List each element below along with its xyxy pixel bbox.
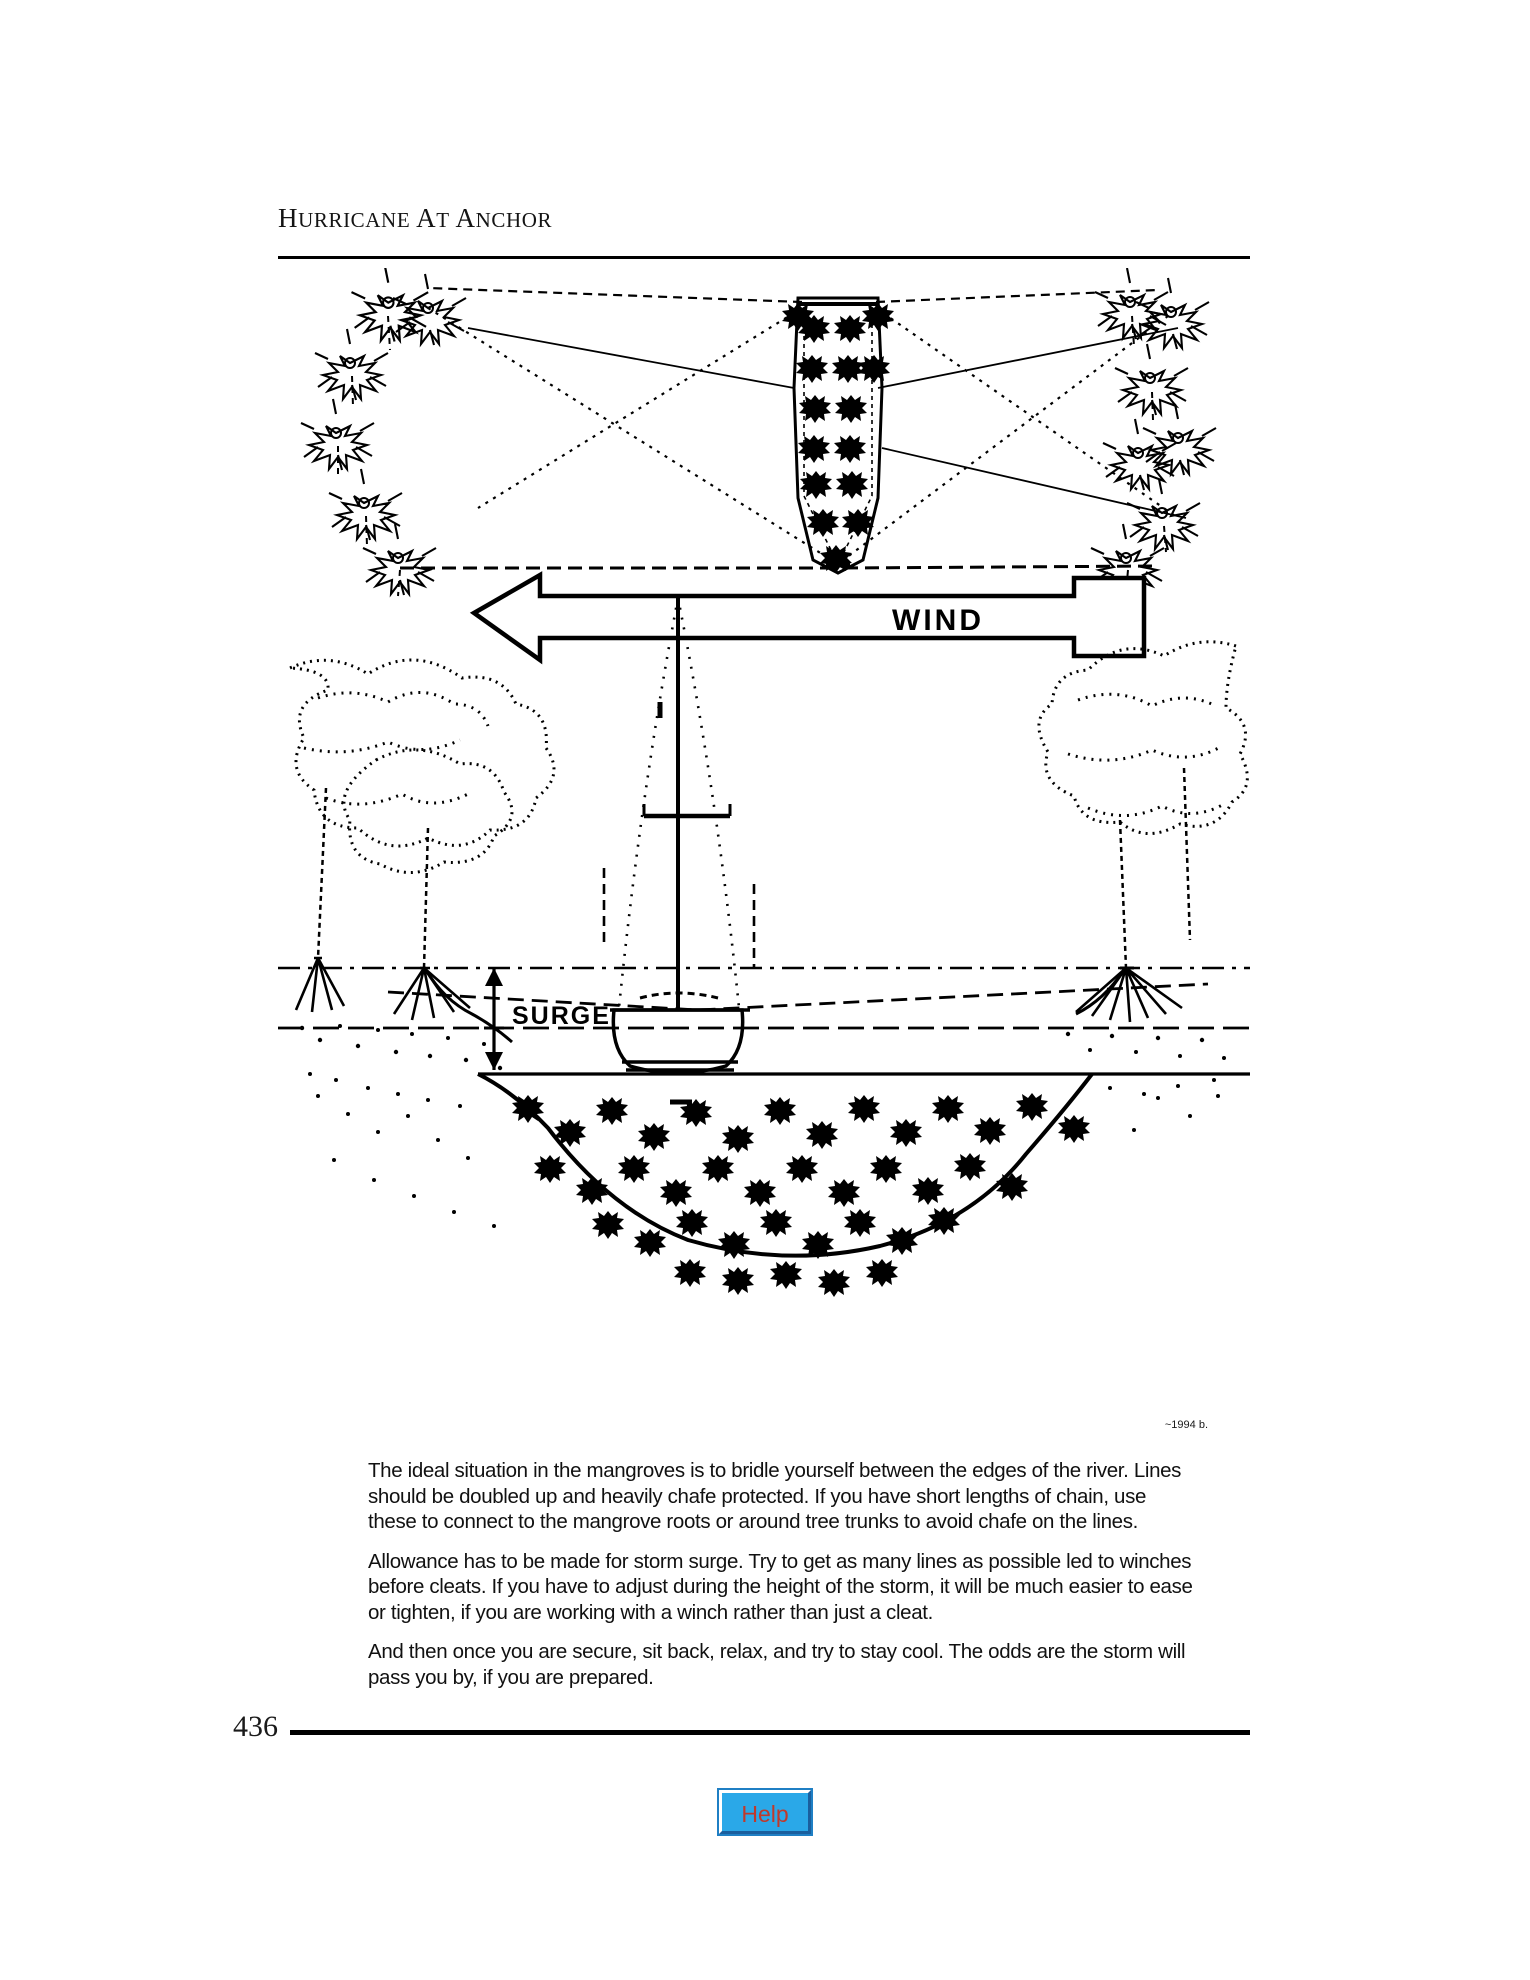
- figure-svg: WIND: [278, 268, 1250, 1431]
- plan-view-group: [299, 268, 1218, 597]
- mangrove-cluster-left: [299, 268, 468, 597]
- header-divider-rule: [278, 256, 1250, 259]
- riverbed-section: [477, 1072, 1250, 1297]
- bridle-lines: [398, 286, 1187, 570]
- ground-stipple: [316, 1094, 1220, 1228]
- page-title: HURRICANE AT ANCHOR: [278, 205, 1250, 232]
- running-head-h: H: [278, 203, 299, 233]
- water-levels: SURGE: [278, 966, 1250, 1070]
- running-head-a2: A: [416, 203, 437, 233]
- paragraph-2: Allowance has to be made for storm surge…: [368, 1549, 1193, 1624]
- running-header: HURRICANE AT ANCHOR: [278, 205, 1250, 232]
- figure-mangrove-bridle-diagram: WIND: [278, 268, 1250, 1448]
- help-button-container: Help: [0, 1788, 1530, 1836]
- mangrove-tree-left: [289, 658, 556, 1108]
- running-head-a3: A: [455, 203, 476, 233]
- body-text: The ideal situation in the mangroves is …: [368, 1458, 1198, 1690]
- paragraph-3: And then once you are secure, sit back, …: [368, 1640, 1186, 1689]
- page-number: 436: [233, 1710, 278, 1743]
- sailboat-elevation: [602, 597, 756, 1104]
- artist-mark: ~1994 b.: [1165, 1419, 1208, 1431]
- paragraph-1: The ideal situation in the mangroves is …: [368, 1459, 1182, 1533]
- footer-divider-rule: [290, 1730, 1250, 1735]
- surge-dimension: [484, 968, 504, 1070]
- wind-label: WIND: [892, 604, 984, 637]
- running-head-t: T: [436, 208, 450, 232]
- running-head-nchor: NCHOR: [475, 208, 553, 232]
- elevation-view-group: SURGE: [278, 597, 1250, 1431]
- mangrove-cluster-right: [1089, 268, 1218, 597]
- wind-arrow-group: WIND: [469, 571, 1147, 665]
- running-head-urricane: URRICANE: [298, 208, 411, 232]
- surge-label: SURGE: [512, 1002, 611, 1030]
- help-button[interactable]: Help: [717, 1788, 813, 1836]
- boat-plan-hull: [782, 296, 894, 575]
